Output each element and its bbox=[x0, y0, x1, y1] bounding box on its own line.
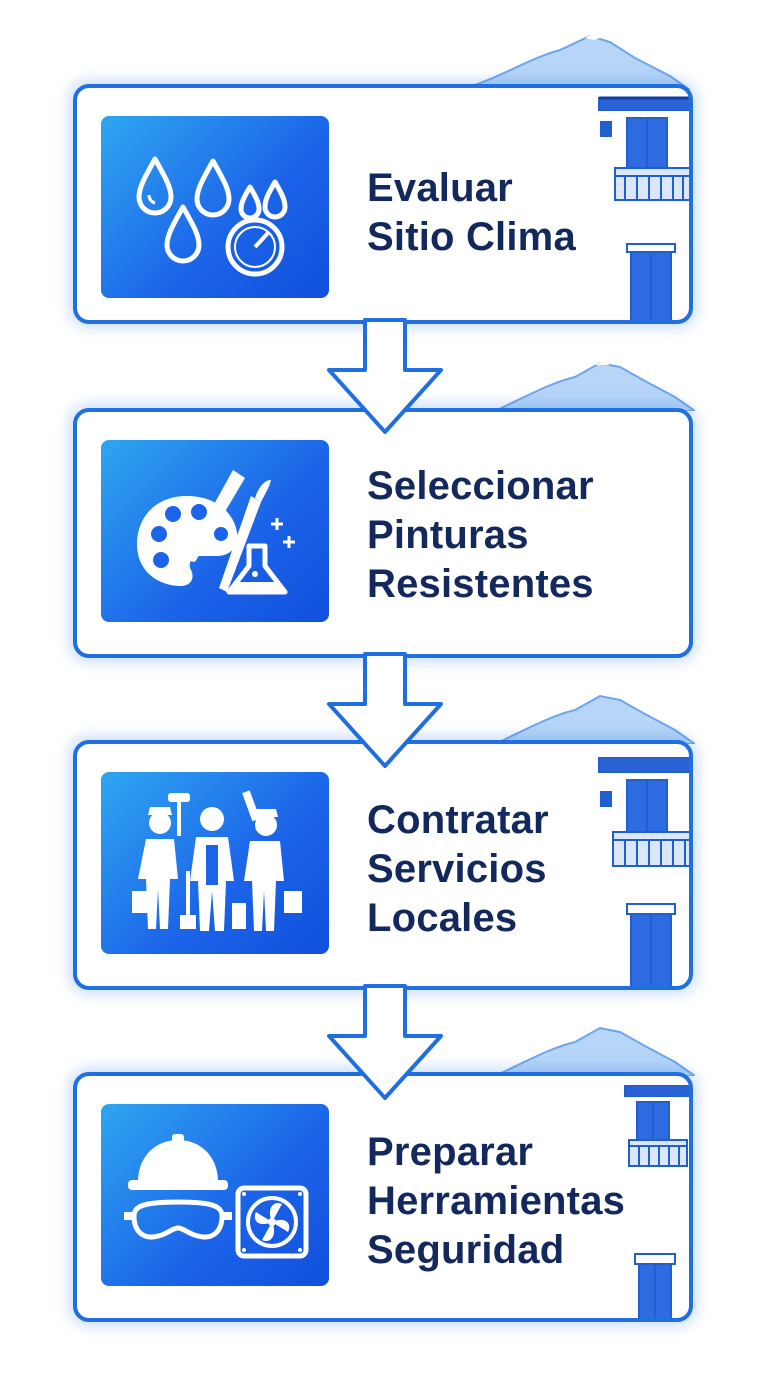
step-label-2: Seleccionar Pinturas Resistentes bbox=[367, 462, 594, 609]
step-label-4-line-1: Preparar bbox=[367, 1130, 534, 1174]
step-label-4-line-3: Seguridad bbox=[367, 1228, 565, 1272]
step-card-2: Seleccionar Pinturas Resistentes bbox=[73, 408, 693, 658]
water-drops-gauge-icon bbox=[136, 156, 288, 277]
palette-brush-flask-icon bbox=[137, 470, 295, 595]
step-label-1: Evaluar Sitio Clima bbox=[367, 164, 576, 262]
step-label-1-line-1: Evaluar bbox=[367, 166, 513, 210]
mountain-decoration-4 bbox=[495, 1026, 695, 1076]
step-icon-tile-1 bbox=[101, 116, 329, 298]
painter-workers-icon bbox=[132, 790, 302, 931]
colonial-house-decoration-4 bbox=[624, 1085, 689, 1318]
step-label-3-line-1: Contratar bbox=[367, 798, 549, 842]
step-card-4: Preparar Herramientas Seguridad bbox=[73, 1072, 693, 1322]
step-card-1: Evaluar Sitio Clima bbox=[73, 84, 693, 324]
flow-arrow-1 bbox=[327, 318, 443, 434]
mountain-decoration-3 bbox=[495, 694, 695, 744]
step-label-4: Preparar Herramientas Seguridad bbox=[367, 1128, 625, 1275]
flow-arrow-3 bbox=[327, 984, 443, 1100]
step-label-2-line-1: Seleccionar bbox=[367, 464, 594, 508]
step-label-3-line-2: Servicios bbox=[367, 847, 547, 891]
step-label-2-line-3: Resistentes bbox=[367, 562, 594, 606]
mountain-decoration-2 bbox=[495, 361, 695, 411]
colonial-house-decoration-3 bbox=[598, 757, 689, 986]
step-icon-tile-2 bbox=[101, 440, 329, 622]
step-label-2-line-2: Pinturas bbox=[367, 513, 529, 557]
step-label-3-line-3: Locales bbox=[367, 896, 518, 940]
flow-arrow-2 bbox=[327, 652, 443, 768]
step-icon-tile-4 bbox=[101, 1104, 329, 1286]
step-card-3: Contratar Servicios Locales bbox=[73, 740, 693, 990]
colonial-house-decoration-1 bbox=[598, 96, 689, 320]
step-label-1-line-2: Sitio Clima bbox=[367, 215, 576, 259]
hardhat-goggles-fan-icon bbox=[124, 1134, 309, 1259]
mountain-decoration-1 bbox=[460, 34, 690, 90]
step-icon-tile-3 bbox=[101, 772, 329, 954]
step-label-4-line-2: Herramientas bbox=[367, 1179, 626, 1223]
step-label-3: Contratar Servicios Locales bbox=[367, 796, 549, 943]
